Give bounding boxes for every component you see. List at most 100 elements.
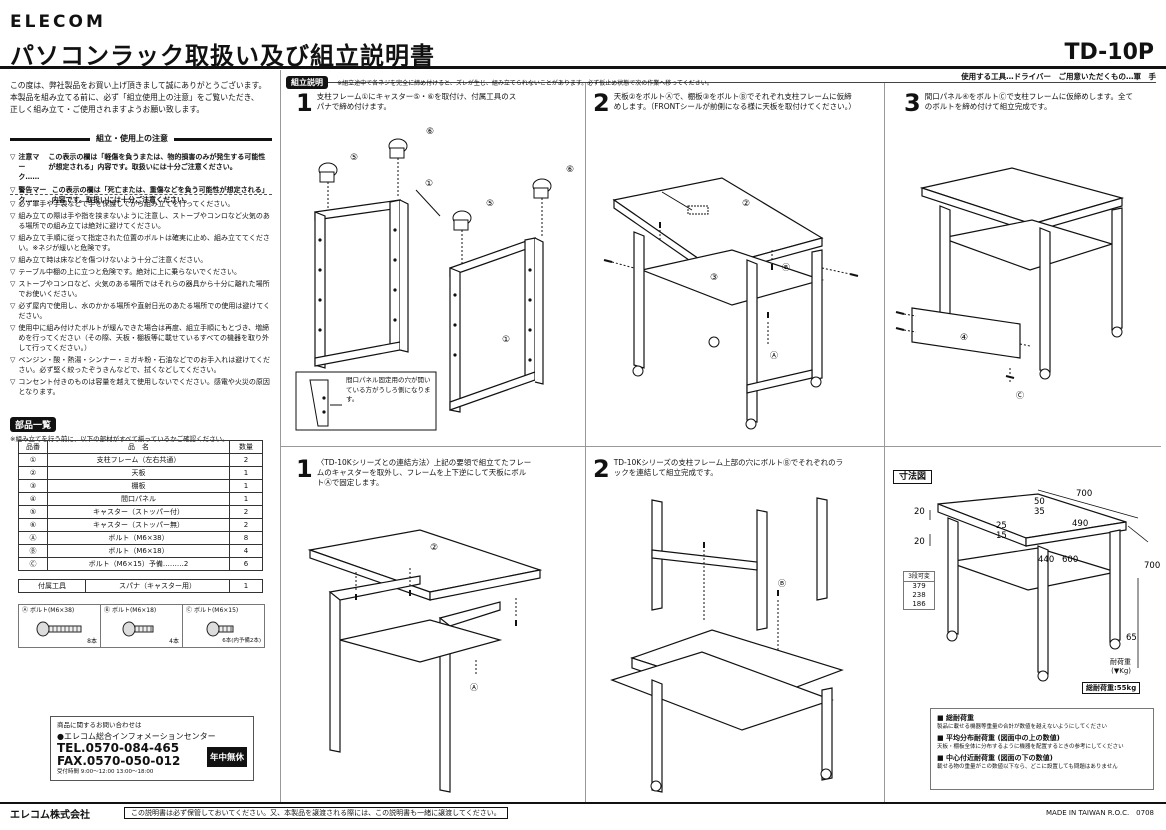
footer-note: この説明書は必ず保管しておいてください。又、本製品を譲渡される際には、この説明書…: [124, 807, 508, 819]
shelf-label: 3段可変: [904, 572, 934, 582]
tools-needed: 使用する工具…ドライバー ご用意いただくもの…軍 手: [961, 72, 1156, 81]
mid-load: 25: [996, 521, 1007, 531]
caution-item: ▽組み立て時は床などを傷つけないよう十分ご注意ください。: [10, 256, 208, 264]
caution-item: ▽コンセント付きのものは容量を越えて使用しないでください。感電や火災の原因となり…: [10, 378, 270, 396]
load-note-text: 天板・棚板全体に分布するように機器を配置するときの参考にしてください: [937, 744, 1124, 750]
intro-line: この度は、弊社製品をお買い上げ頂きまして誠にありがとうございます。: [10, 81, 267, 90]
link-step-2: 2 TD-10Kシリーズの支柱フレーム上部の穴にボルトⒷでそれぞれのラックを連結…: [593, 455, 878, 483]
assembly-bar: 組立説明 ※組立途中で各ネジを完全に締め付けると、ズレが生じ、組み立てられないこ…: [286, 70, 1156, 89]
svg-text:Ⓐ: Ⓐ: [770, 351, 778, 360]
mid-load-center: 15: [996, 531, 1007, 541]
step-3-illustration: ④ Ⓒ: [895, 167, 1125, 400]
mark-label: 警告マーク……: [18, 186, 47, 204]
caution-icon: ▽: [10, 324, 16, 332]
step-2: 2 天板②をボルトⒶで、棚板③をボルトⒷでそれぞれ支柱フレームに仮締めします。（…: [593, 91, 878, 115]
caution-icon: ▽: [10, 200, 16, 208]
bolt-c: Ⓒ ボルト(M6×15) 6本(内予備2本): [183, 605, 264, 647]
bolt-b: Ⓑ ボルト(M6×18) 4本: [101, 605, 183, 647]
total-load: 総耐荷重:55kg: [1082, 682, 1141, 694]
svg-text:Ⓒ: Ⓒ: [1016, 391, 1024, 400]
caution-icon: ▽: [10, 234, 16, 242]
parts-note: ※組み立てを行う前に、以下の部材がすべて揃っているかご確認ください。: [10, 435, 229, 443]
load-legend: 耐荷重 (▼Kg): [1110, 658, 1131, 676]
shelf-value: 186: [912, 600, 926, 608]
dims-heading: 寸法図: [893, 470, 933, 484]
page-title: パソコンラック取扱い及び組立説明書: [10, 42, 435, 70]
warning-triangle-icon: ▽: [10, 186, 16, 194]
step-3: 3 間口パネル④をボルトⒸで支柱フレームに仮締めします。全てのボルトを締め付けて…: [904, 89, 1154, 117]
bolt-icon: [206, 621, 234, 637]
load-note-text: 載せる物の重量がこの数値以下なら、どこに設置しても問題はありません: [937, 764, 1118, 770]
mark-text: この表示の欄は「軽傷を負うまたは、物的損害のみが発生する可能性が想定される」内容…: [48, 153, 266, 171]
svg-text:Ⓑ: Ⓑ: [778, 579, 786, 588]
dim-depth: 490: [1072, 519, 1088, 529]
step-text: 支柱フレーム①にキャスター⑤・⑥を取付け、付属工具のスパナで締め付けます。: [316, 92, 517, 111]
dim-height: 700: [1144, 561, 1160, 571]
dim-width: 700: [1076, 489, 1092, 499]
warning-icon: ▽: [10, 280, 16, 288]
bolt-samples: Ⓐ ボルト(M6×38) 8本 Ⓑ ボルト(M6×18) 4本 Ⓒ ボルト(M6…: [18, 604, 265, 648]
svg-text:①: ①: [502, 335, 510, 345]
caution-item: ▽ストーブやコンロなど、火気のある場所ではそれらの器具から十分に離れた場所でお使…: [10, 280, 270, 298]
intro-text: この度は、弊社製品をお買い上げ頂きまして誠にありがとうございます。 本製品を組み…: [10, 80, 272, 116]
contact-line: 商品に関するお問い合わせは: [57, 721, 142, 729]
link-step-1: 1 〈TD-10Kシリーズとの連結方法〉上記の要領で組立てたフレームのキャスター…: [296, 457, 581, 488]
gap-top: 20: [914, 507, 925, 517]
step-number: 2: [593, 455, 610, 483]
bolt-icon: [122, 621, 154, 637]
load-note-text: 製品に載せる機器等重量の合計が数値を越えないようにしてください: [937, 724, 1108, 730]
made-in: MADE IN TAIWAN R.O.C. 0708: [1046, 809, 1154, 817]
col-header: 品 名: [47, 440, 230, 454]
contact-center: ●エレコム総合インフォメーションセンター: [57, 731, 216, 741]
table-row: 付属工具 スパナ（キャスター用） 1: [18, 579, 263, 593]
step-text: 天板②をボルトⒶで、棚板③をボルトⒷでそれぞれ支柱フレームに仮締めします。（FR…: [613, 92, 856, 111]
parts-heading: 部品一覧: [10, 417, 57, 432]
warning-mark-note: ▽ 警告マーク…… この表示の欄は「死亡または、重傷などを負う可能性が想定される…: [10, 185, 272, 205]
gap-mid: 20: [914, 537, 925, 547]
assembly-tag: 組立説明: [286, 76, 328, 89]
bolt-a: Ⓐ ボルト(M6×38) 8本: [19, 605, 101, 647]
cautions-heading: 組立・使用上の注意: [90, 133, 174, 144]
caution-item: ▽組み立て手順に従って指定された位置のボルトは確実に止め、組み立ててください。※…: [10, 234, 270, 252]
svg-text:⑥: ⑥: [566, 165, 574, 175]
business-hours: 受付時間 9:00～12:00 13:00～18:00: [57, 768, 154, 775]
bolt-icon: [36, 621, 82, 637]
caution-triangle-icon: ▽: [10, 153, 16, 161]
open-all-year-badge: 年中無休: [206, 746, 247, 767]
svg-text:④: ④: [960, 333, 968, 343]
caution-item: ▽ベンジン・酸・熱湯・シンナー・ミガキ粉・石油などでのお手入れは避けてください。…: [10, 356, 271, 374]
svg-text:③: ③: [710, 273, 718, 283]
assembly-note: ※組立途中で各ネジを完全に締め付けると、ズレが生じ、組み立てられないことがありま…: [337, 80, 713, 87]
step-number: 3: [904, 89, 921, 117]
mark-text: この表示の欄は「死亡または、重傷などを負う可能性が想定される」内容です。取扱いに…: [51, 186, 269, 204]
fax-number: FAX.0570-050-012: [57, 753, 181, 768]
load-notes: ■ 総耐荷重 製品に載せる機器等重量の合計が数値を越えないようにしてください ■…: [930, 708, 1154, 790]
top-load-center: 35: [1034, 507, 1045, 517]
caution-item: ▽必ず屋内で使用し、水のかかる場所や直射日光のあたる場所での使用は避けてください…: [10, 302, 271, 320]
load-note-title: ■ 総耐荷重: [937, 714, 975, 722]
svg-text:⑤: ⑤: [350, 153, 358, 163]
step-1-illustration: ⑤ ⑥ ① ⑤ ⑥ ①: [295, 127, 574, 431]
header-rule: [0, 66, 1166, 69]
caution-item: ▽テーブル中棚の上に立つと危険です。絶対に上に乗らないでください。: [10, 268, 242, 276]
step-text: 〈TD-10Kシリーズとの連結方法〉上記の要領で組立てたフレームのキャスターを取…: [316, 458, 532, 487]
leg-height: 65: [1126, 633, 1137, 643]
step-number: 1: [296, 89, 313, 117]
parts-section: 部品一覧 ※組み立てを行う前に、以下の部材がすべて揃っているかご確認ください。: [10, 413, 229, 445]
cautions-heading-bar: 組立・使用上の注意: [10, 133, 272, 144]
svg-text:②: ②: [742, 199, 750, 209]
dim-inner: 440: [1038, 555, 1054, 565]
svg-text:⑥: ⑥: [426, 127, 434, 137]
mark-notes: ▽ 注意マーク…… この表示の欄は「軽傷を負うまたは、物的損害のみが発生する可能…: [10, 152, 272, 205]
cautions-list: ▽必ず軍手や手袋などで手を保護してから組み立てを行ってください。 ▽組み立ての際…: [10, 199, 272, 397]
load-note-title: ■ 平均分布耐荷重 (図面中の上の数値): [937, 734, 1060, 742]
caution-item: ▽組み立ての際は手や指を挟まないように注意し、ストーブやコンロなど火気のある場所…: [10, 212, 270, 230]
